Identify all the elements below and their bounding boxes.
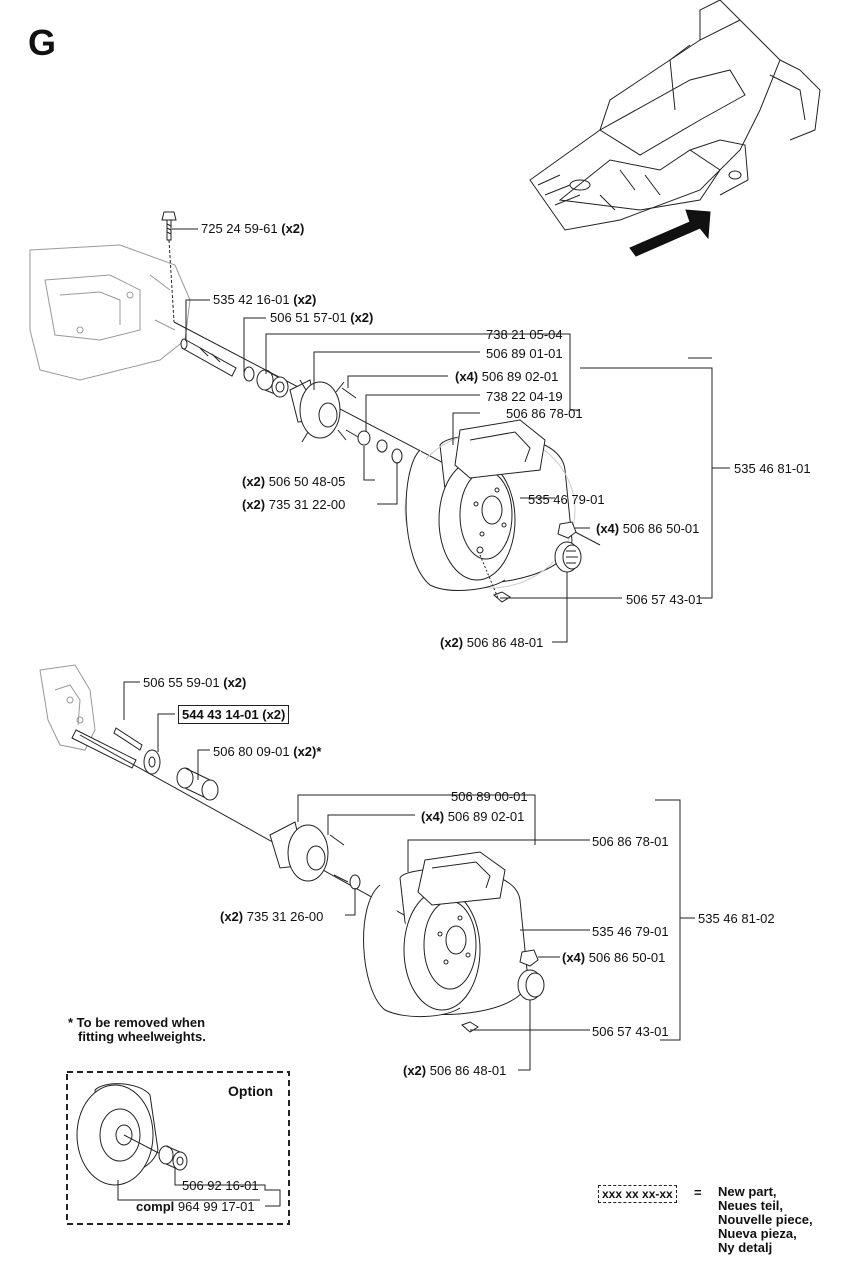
label-738-22: 738 22 04-19	[486, 389, 563, 404]
wheel-weight-icon	[76, 1083, 173, 1186]
label-clip: (x2) 735 31 22-00	[242, 497, 346, 512]
label-stud-bottom: (x4) 506 89 02-01	[421, 809, 525, 824]
bolt-icon	[161, 211, 177, 323]
legend-line: Neues teil,	[718, 1198, 784, 1213]
label-wheel-assembly: 535 46 81-01	[734, 461, 811, 476]
tractor-frame-illustration	[529, 0, 821, 231]
wheelweight-note: * To be removed when fitting wheelweight…	[68, 1016, 206, 1044]
label-nut-bottom: (x4) 506 86 50-01	[562, 950, 666, 965]
label-option-part: 506 92 16-01	[182, 1178, 259, 1193]
hub-bottom-icon	[269, 821, 349, 883]
label-cap-bottom: (x2) 506 86 48-01	[403, 1063, 507, 1078]
option-box-frame	[66, 1071, 290, 1225]
label-option-compl: compl 964 99 17-01	[136, 1199, 255, 1214]
direction-arrow-icon	[629, 209, 711, 257]
spacer-icon	[357, 430, 371, 446]
frame-mount-top-illustration	[29, 244, 191, 381]
legend-line: Nueva pieza,	[718, 1226, 797, 1241]
leader-lines-top	[172, 228, 730, 643]
label-bolt: 725 24 59-61 (x2)	[201, 221, 305, 236]
note-line-1: * To be removed when	[68, 1015, 206, 1030]
label-new-part: 544 43 14-01 (x2)	[178, 705, 290, 724]
hub-icon	[289, 379, 361, 443]
option-bearing-icon	[158, 1145, 188, 1171]
label-cap: (x2) 506 86 48-01	[440, 635, 544, 650]
label-axle: 535 42 16-01 (x2)	[213, 292, 317, 307]
clip-bottom-icon	[349, 874, 361, 890]
leader-lines-bottom	[123, 681, 695, 1071]
legend-line: Ny detalj	[718, 1240, 773, 1255]
legend-code-box: xxx xx xx-xx	[598, 1185, 677, 1203]
label-738-21: 738 21 05-04	[486, 327, 563, 342]
label-hub-bottom: 506 89 00-01	[451, 789, 528, 804]
wheel-nut-bottom-icon	[519, 949, 539, 967]
bearing-icon	[256, 369, 289, 398]
label-nut: (x4) 506 86 50-01	[596, 521, 700, 536]
bottom-axle-icon	[71, 727, 161, 775]
label-valve-bottom: 506 57 43-01	[592, 1024, 669, 1039]
legend-line: New part,	[718, 1184, 777, 1199]
label-wheel-assembly-bottom: 535 46 81-02	[698, 911, 775, 926]
wheel-nut-icon	[557, 521, 577, 539]
clip-icon	[391, 448, 403, 464]
valve-icon	[479, 554, 511, 603]
label-spacer: (x2) 506 50 48-05	[242, 474, 346, 489]
label-bushing: 506 80 09-01 (x2)*	[213, 744, 322, 759]
section-letter: G	[28, 22, 57, 63]
legend-text: New part, Neues teil, Nouvelle piece, Nu…	[718, 1185, 813, 1255]
clip-ring-icon	[376, 439, 388, 453]
hub-cap-icon	[554, 541, 582, 573]
legend-equals: =	[694, 1185, 702, 1200]
option-title: Option	[228, 1083, 274, 1099]
label-key: 506 55 59-01 (x2)	[143, 675, 247, 690]
label-tire: 506 86 78-01	[506, 406, 583, 421]
label-hub: 506 89 01-01	[486, 346, 563, 361]
label-rim: 535 46 79-01	[528, 492, 605, 507]
label-stud: (x4) 506 89 02-01	[455, 369, 559, 384]
label-clip-bottom: (x2) 735 31 26-00	[220, 909, 324, 924]
label-valve: 506 57 43-01	[626, 592, 703, 607]
wheel-bottom-icon	[363, 851, 529, 1018]
label-rim-bottom: 535 46 79-01	[592, 924, 669, 939]
hub-cap-bottom-icon	[517, 969, 545, 1001]
axle-shaft-icon	[180, 338, 237, 377]
label-tire-bottom: 506 86 78-01	[592, 834, 669, 849]
washer-icon	[243, 366, 255, 382]
legend-line: Nouvelle piece,	[718, 1212, 813, 1227]
note-line-2: fitting wheelweights.	[78, 1029, 206, 1044]
label-washer: 506 51 57-01 (x2)	[270, 310, 374, 325]
